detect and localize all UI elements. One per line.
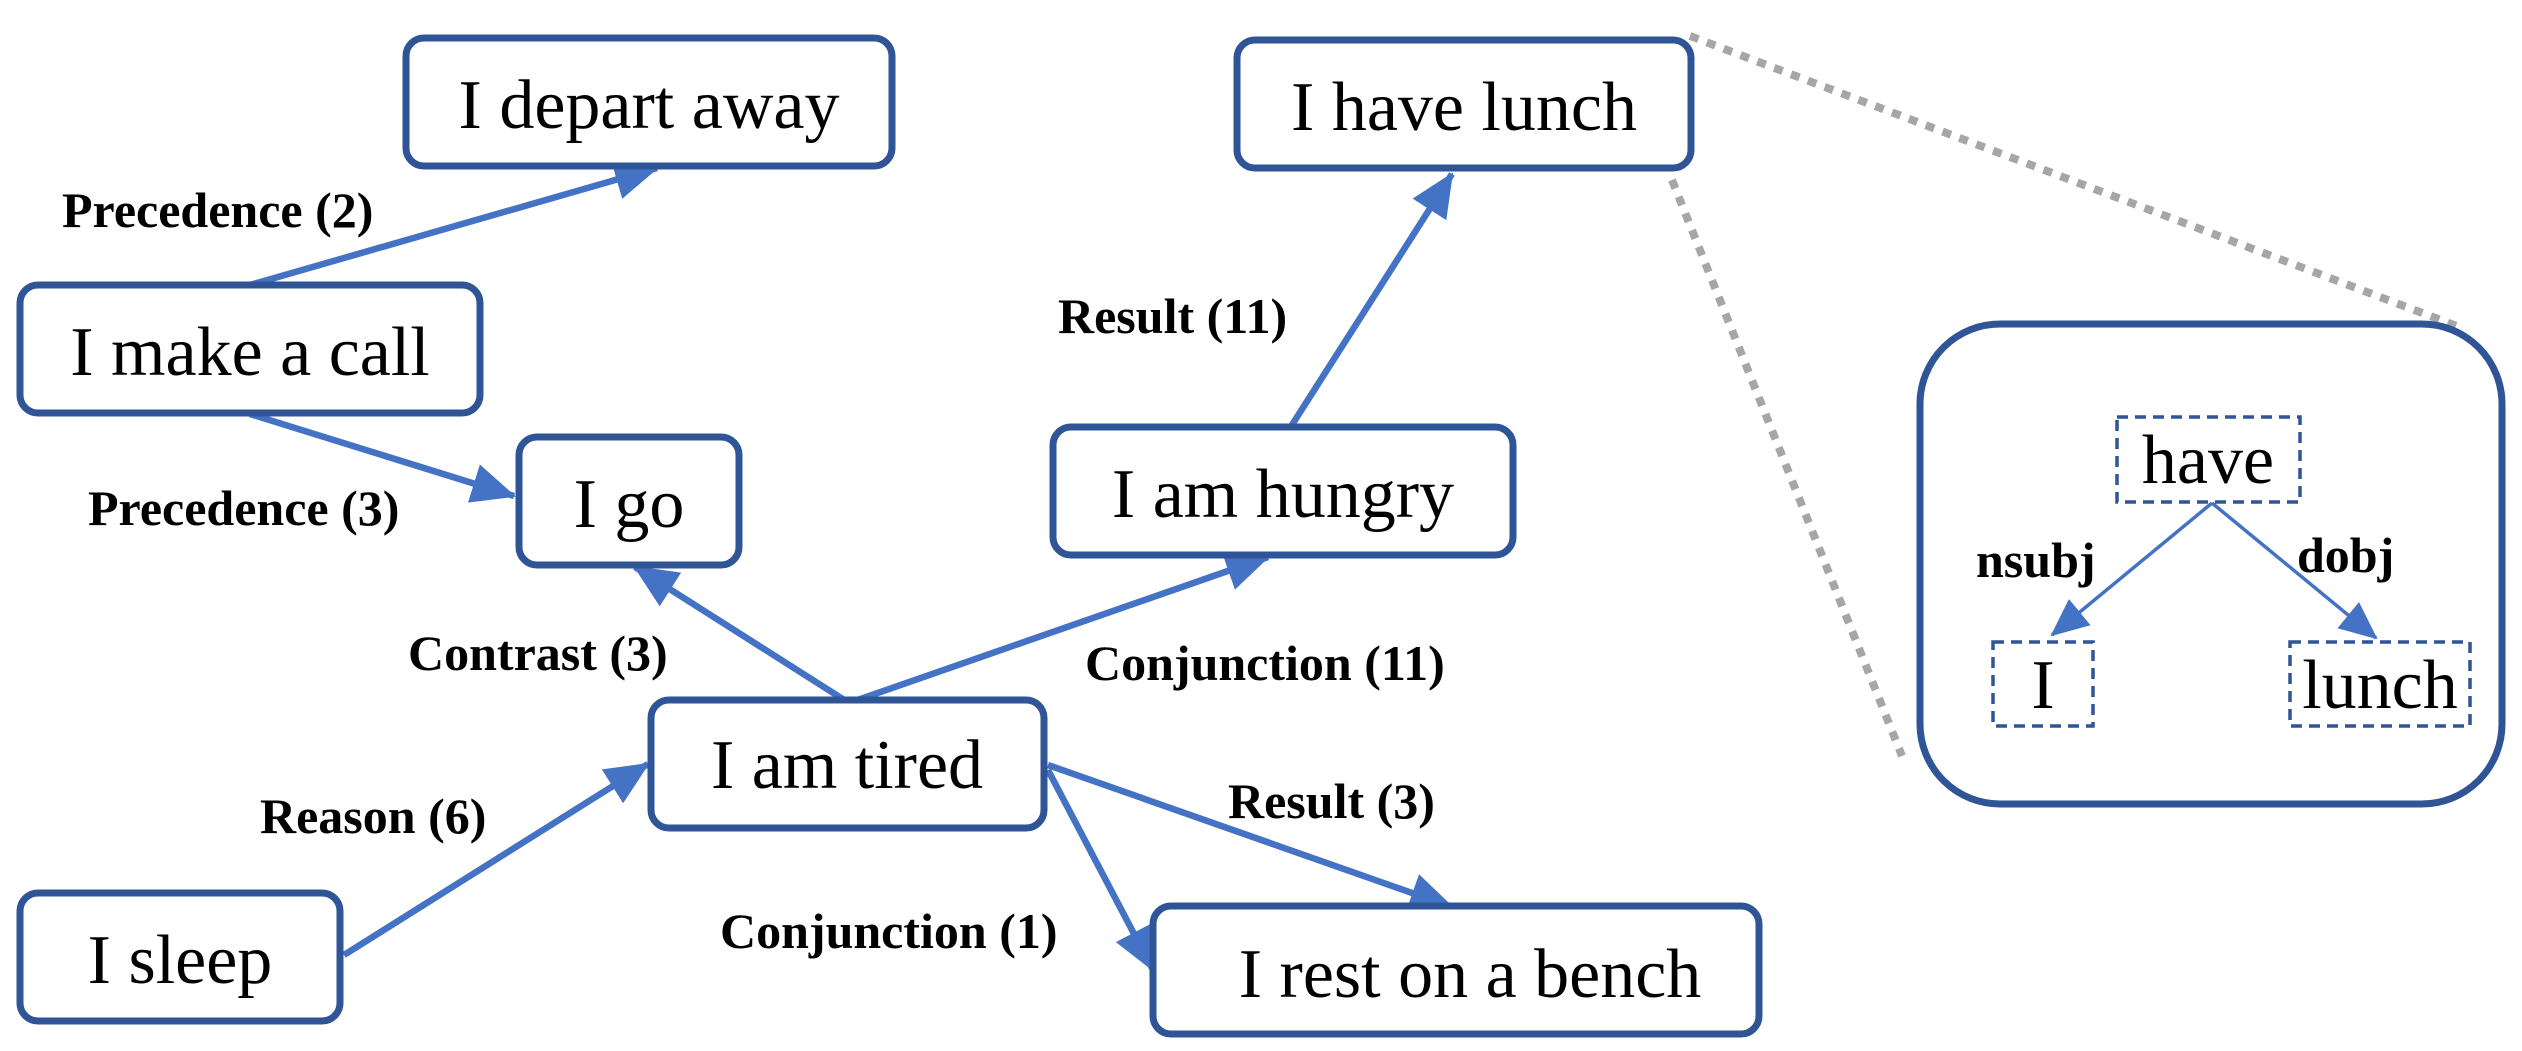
dep-object-word: lunch <box>2302 647 2458 724</box>
dep-head-box <box>2115 415 2302 504</box>
label-precedence-2: Precedence (2) <box>62 182 373 238</box>
label-precedence-3: Precedence (3) <box>88 480 399 536</box>
edge-conjunction-1 <box>1045 768 1156 972</box>
dep-edge-nsubj <box>2050 501 2214 637</box>
label-conjunction-1: Conjunction (1) <box>720 903 1058 959</box>
node-tired: I am tired <box>647 696 1048 832</box>
node-have-lunch: I have lunch <box>1233 36 1695 172</box>
label-reason-6: Reason (6) <box>260 788 486 844</box>
node-sleep-label: I sleep <box>88 922 273 999</box>
node-go-label: I go <box>574 466 685 543</box>
dependency-inset: have I lunch nsubj dobj <box>1916 320 2506 808</box>
node-go: I go <box>515 433 743 569</box>
zoom-guide-top <box>1688 32 2464 332</box>
node-have-lunch-label: I have lunch <box>1291 69 1637 146</box>
node-make-call-label: I make a call <box>70 314 430 391</box>
dep-subject-word: I <box>2031 647 2054 724</box>
dep-label-nsubj: nsubj <box>1976 532 2096 588</box>
edge-result-3 <box>1046 761 1454 912</box>
edge-precedence-3 <box>249 410 516 503</box>
node-rest-bench-label: I rest on a bench <box>1239 936 1702 1013</box>
dep-label-dobj: dobj <box>2297 527 2394 583</box>
node-sleep: I sleep <box>16 889 344 1025</box>
node-make-call: I make a call <box>16 281 484 417</box>
label-result-11: Result (11) <box>1058 288 1287 344</box>
node-depart-away: I depart away <box>402 34 896 170</box>
edge-contrast-3 <box>633 564 851 706</box>
dep-edge-dobj <box>2210 501 2378 640</box>
label-contrast-3: Contrast (3) <box>408 625 668 681</box>
edge-result-11 <box>1287 172 1455 430</box>
edge-precedence-2 <box>249 160 659 289</box>
edge-conjunction-11 <box>847 551 1270 707</box>
label-result-3: Result (3) <box>1228 773 1435 829</box>
node-hungry-label: I am hungry <box>1112 456 1454 533</box>
node-hungry: I am hungry <box>1049 423 1517 559</box>
zoom-guide-bottom <box>1668 178 1906 758</box>
dep-object-box <box>2288 640 2472 728</box>
dep-head-word: have <box>2142 422 2274 499</box>
node-tired-label: I am tired <box>711 727 983 804</box>
dep-subject-box <box>1991 640 2095 728</box>
label-conjunction-11: Conjunction (11) <box>1085 635 1445 691</box>
edge-reason-6 <box>342 761 650 958</box>
node-rest-bench: I rest on a bench <box>1149 902 1763 1038</box>
node-depart-away-label: I depart away <box>459 67 840 144</box>
